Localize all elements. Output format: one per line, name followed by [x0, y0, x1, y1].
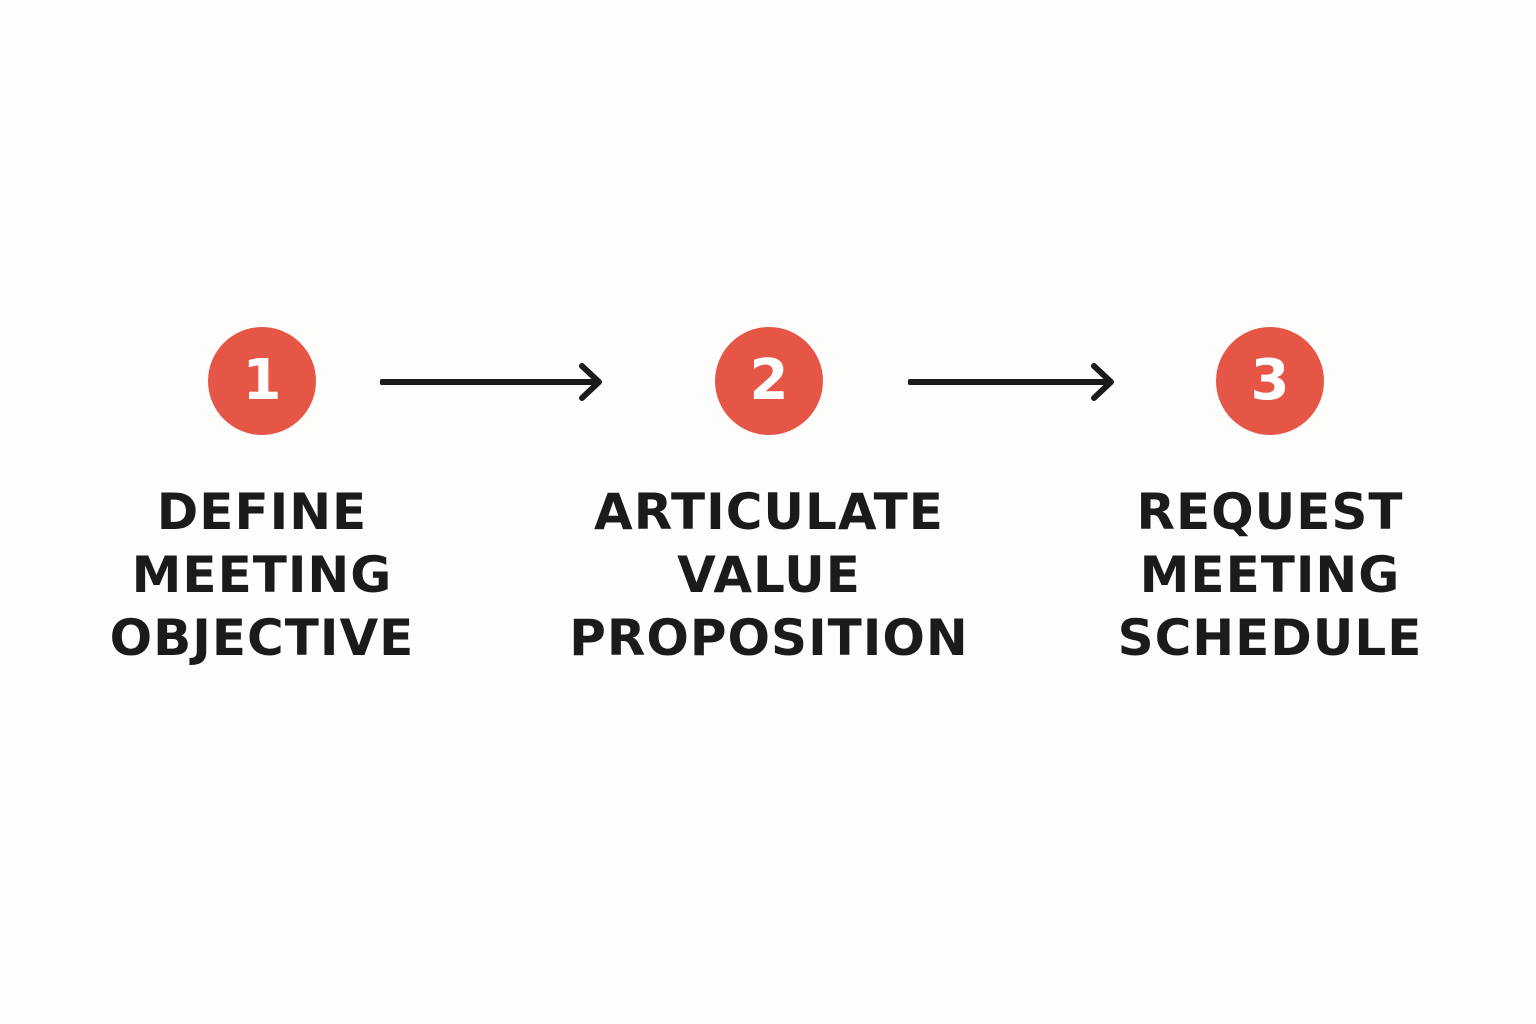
step-1-label-line-1: DEFINE: [156, 483, 368, 541]
step-2: 2 ARTICULATE VALUE PROPOSITION: [569, 327, 969, 670]
arrow-right-icon: [380, 360, 606, 404]
step-1-label: DEFINE MEETING OBJECTIVE: [110, 481, 415, 670]
step-1-label-line-2: MEETING: [131, 546, 393, 604]
step-2-label-line-2: VALUE: [677, 546, 861, 604]
step-3-label-line-1: REQUEST: [1136, 483, 1404, 541]
step-2-number-badge: 2: [715, 327, 823, 435]
step-1-number-badge: 1: [208, 327, 316, 435]
step-2-label: ARTICULATE VALUE PROPOSITION: [569, 481, 968, 670]
step-3: 3 REQUEST MEETING SCHEDULE: [1070, 327, 1470, 670]
step-1-label-line-3: OBJECTIVE: [109, 609, 415, 667]
step-2-label-line-1: ARTICULATE: [594, 483, 944, 541]
step-1: 1 DEFINE MEETING OBJECTIVE: [62, 327, 462, 670]
arrow-right-icon: [908, 360, 1118, 404]
step-3-label: REQUEST MEETING SCHEDULE: [1118, 481, 1423, 670]
step-3-label-line-3: SCHEDULE: [1117, 609, 1423, 667]
step-2-label-line-3: PROPOSITION: [569, 609, 969, 667]
step-3-number-badge: 3: [1216, 327, 1324, 435]
step-3-label-line-2: MEETING: [1139, 546, 1401, 604]
